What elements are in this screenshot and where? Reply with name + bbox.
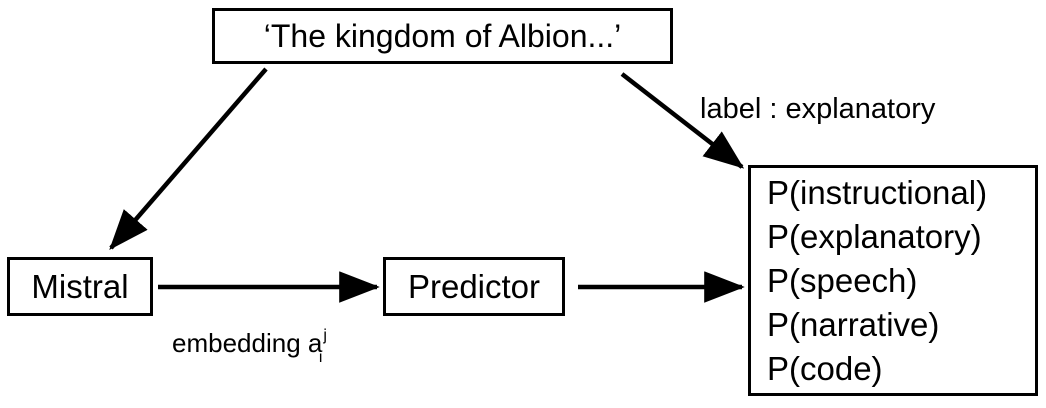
embedding-subscript: i — [318, 349, 323, 367]
probability-line: P(narrative) — [767, 305, 940, 343]
edge-label-prompt-to-outputs: label : explanatory — [700, 93, 936, 125]
probability-line: P(explanatory) — [767, 217, 982, 255]
edge-prompt-to-mistral — [109, 67, 268, 251]
probability-line: P(instructional) — [767, 173, 988, 211]
probability-line: P(speech) — [767, 261, 918, 299]
model-node: Mistral — [7, 257, 153, 316]
edge-label-mistral-to-predictor: embedding aji — [172, 327, 329, 366]
predictor-node-label: Predictor — [407, 268, 541, 305]
predictor-node: Predictor — [383, 257, 565, 316]
prompt-node-label: ‘The kingdom of Albion...’ — [263, 18, 622, 54]
embedding-superscript: j — [323, 327, 327, 345]
prompt-node: ‘The kingdom of Albion...’ — [212, 8, 673, 64]
embedding-label-text: embedding a — [172, 328, 323, 358]
model-node-label: Mistral — [31, 268, 129, 305]
output-probabilities-node: P(instructional) P(explanatory) P(speech… — [748, 165, 1038, 396]
probability-line: P(code) — [767, 349, 883, 387]
